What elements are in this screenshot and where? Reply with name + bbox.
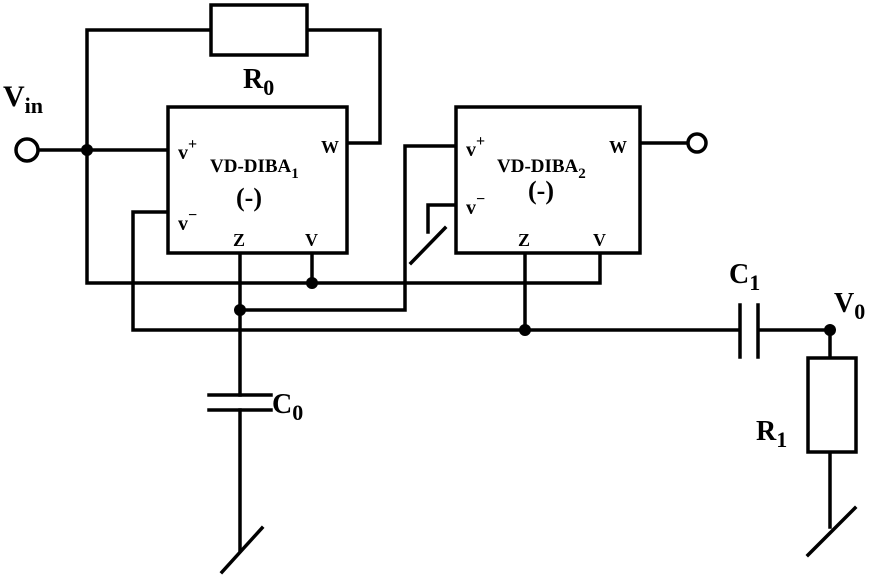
block2-pin-z: Z <box>518 230 530 250</box>
wire-vminus1 <box>131 210 740 332</box>
block2-pin-w: W <box>609 137 627 157</box>
label-c0: C0 <box>272 389 303 425</box>
label-vin: Vin <box>3 80 43 118</box>
junction-z2 <box>519 324 531 336</box>
block1-pin-vplus: v+ <box>178 136 197 164</box>
resistor-r1 <box>806 356 858 454</box>
block1-title: VD-DIBA1 <box>210 156 299 182</box>
junction-output <box>824 324 836 336</box>
resistor-r0 <box>209 3 309 57</box>
capacitor-c1 <box>738 303 760 359</box>
wire-z1-to-vplus2 <box>238 144 458 312</box>
block1-pin-w: W <box>321 137 339 157</box>
wire-vminus2 <box>426 203 458 234</box>
block1-sign: (-) <box>236 183 262 212</box>
wire-feedback-right <box>305 28 382 145</box>
block-vd-diba-1 <box>166 105 349 255</box>
block2-pin-vplus: v+ <box>466 133 485 161</box>
ground-vminus2 <box>408 225 448 266</box>
block1-pin-v: V <box>305 230 318 250</box>
wire-feedback-left <box>85 28 314 285</box>
wires <box>36 28 832 552</box>
label-c1: C1 <box>729 259 760 295</box>
input-terminal <box>14 137 40 163</box>
label-r0: R0 <box>243 64 274 100</box>
block1-pin-z: Z <box>233 230 245 250</box>
block-vd-diba-2 <box>454 105 642 255</box>
label-vout: V0 <box>834 288 865 324</box>
block2-sign: (-) <box>528 176 554 205</box>
block2-title: VD-DIBA2 <box>497 156 586 182</box>
block2-pin-vminus: v− <box>466 191 485 219</box>
output-terminal <box>686 132 708 154</box>
junction-z1-top <box>234 304 246 316</box>
block1-pin-vminus: v− <box>178 207 197 235</box>
junction-input <box>81 144 93 156</box>
ground-r1-symbol <box>805 505 858 558</box>
capacitor-c0 <box>207 393 273 412</box>
junction-v-bus <box>306 277 318 289</box>
ground-c0-symbol <box>219 525 265 575</box>
wire-v-bus <box>310 251 602 285</box>
block2-pin-v: V <box>593 230 606 250</box>
label-r1: R1 <box>756 416 787 452</box>
